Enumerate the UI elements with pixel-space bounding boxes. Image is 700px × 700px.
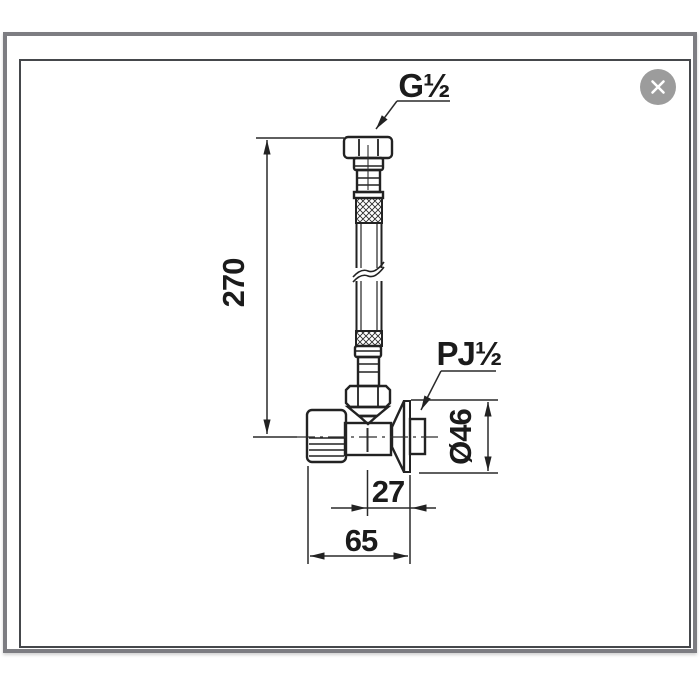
dim-hose-length: 270 [216, 259, 251, 308]
hose-bottom-nut [344, 384, 392, 409]
x-close-icon [651, 80, 665, 94]
centerlines [297, 145, 438, 452]
dim-flange-diameter: Ø46 [443, 408, 478, 464]
close-button[interactable] [640, 69, 676, 105]
flexible-hose [342, 135, 394, 426]
dim-overall-depth: 65 [345, 523, 378, 558]
pipe-break-symbol [352, 261, 385, 278]
valve-body [305, 400, 427, 473]
dim-center-to-wall: 27 [372, 474, 404, 509]
dimension-lines [253, 100, 498, 564]
valve-handle [305, 408, 348, 464]
label-top-thread: G½ [398, 67, 449, 104]
label-wall-thread: PJ½ [437, 335, 502, 372]
